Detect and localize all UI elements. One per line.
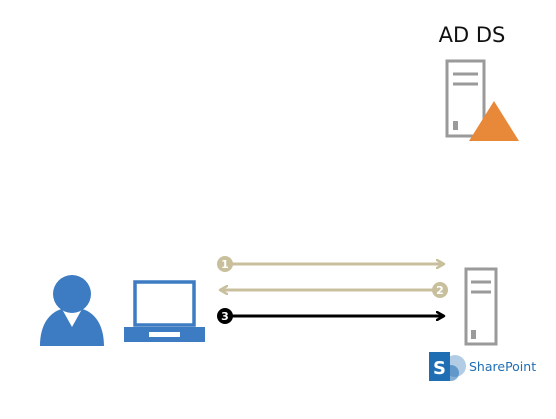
user-icon (40, 275, 104, 346)
laptop-icon (124, 280, 205, 342)
ad-ds-label: AD DS (439, 23, 506, 47)
step-1-badge (217, 256, 233, 272)
step-2-number: 2 (436, 284, 444, 297)
step-3-arrow: 3 (217, 308, 444, 324)
step-2-arrow: 2 (220, 282, 448, 298)
step-2-badge (432, 282, 448, 298)
sharepoint-logo: S SharePoint (429, 352, 536, 381)
sharepoint-label: SharePoint (469, 359, 536, 374)
step-3-badge (217, 308, 233, 324)
step-1-number: 1 (221, 258, 229, 271)
sharepoint-logo-letter: S (433, 358, 446, 379)
step-3-number: 3 (221, 310, 229, 323)
step-1-arrow: 1 (217, 256, 444, 272)
warning-triangle-icon (469, 101, 519, 141)
ad-ds-server-icon (445, 59, 486, 138)
sharepoint-server-icon (464, 267, 498, 346)
